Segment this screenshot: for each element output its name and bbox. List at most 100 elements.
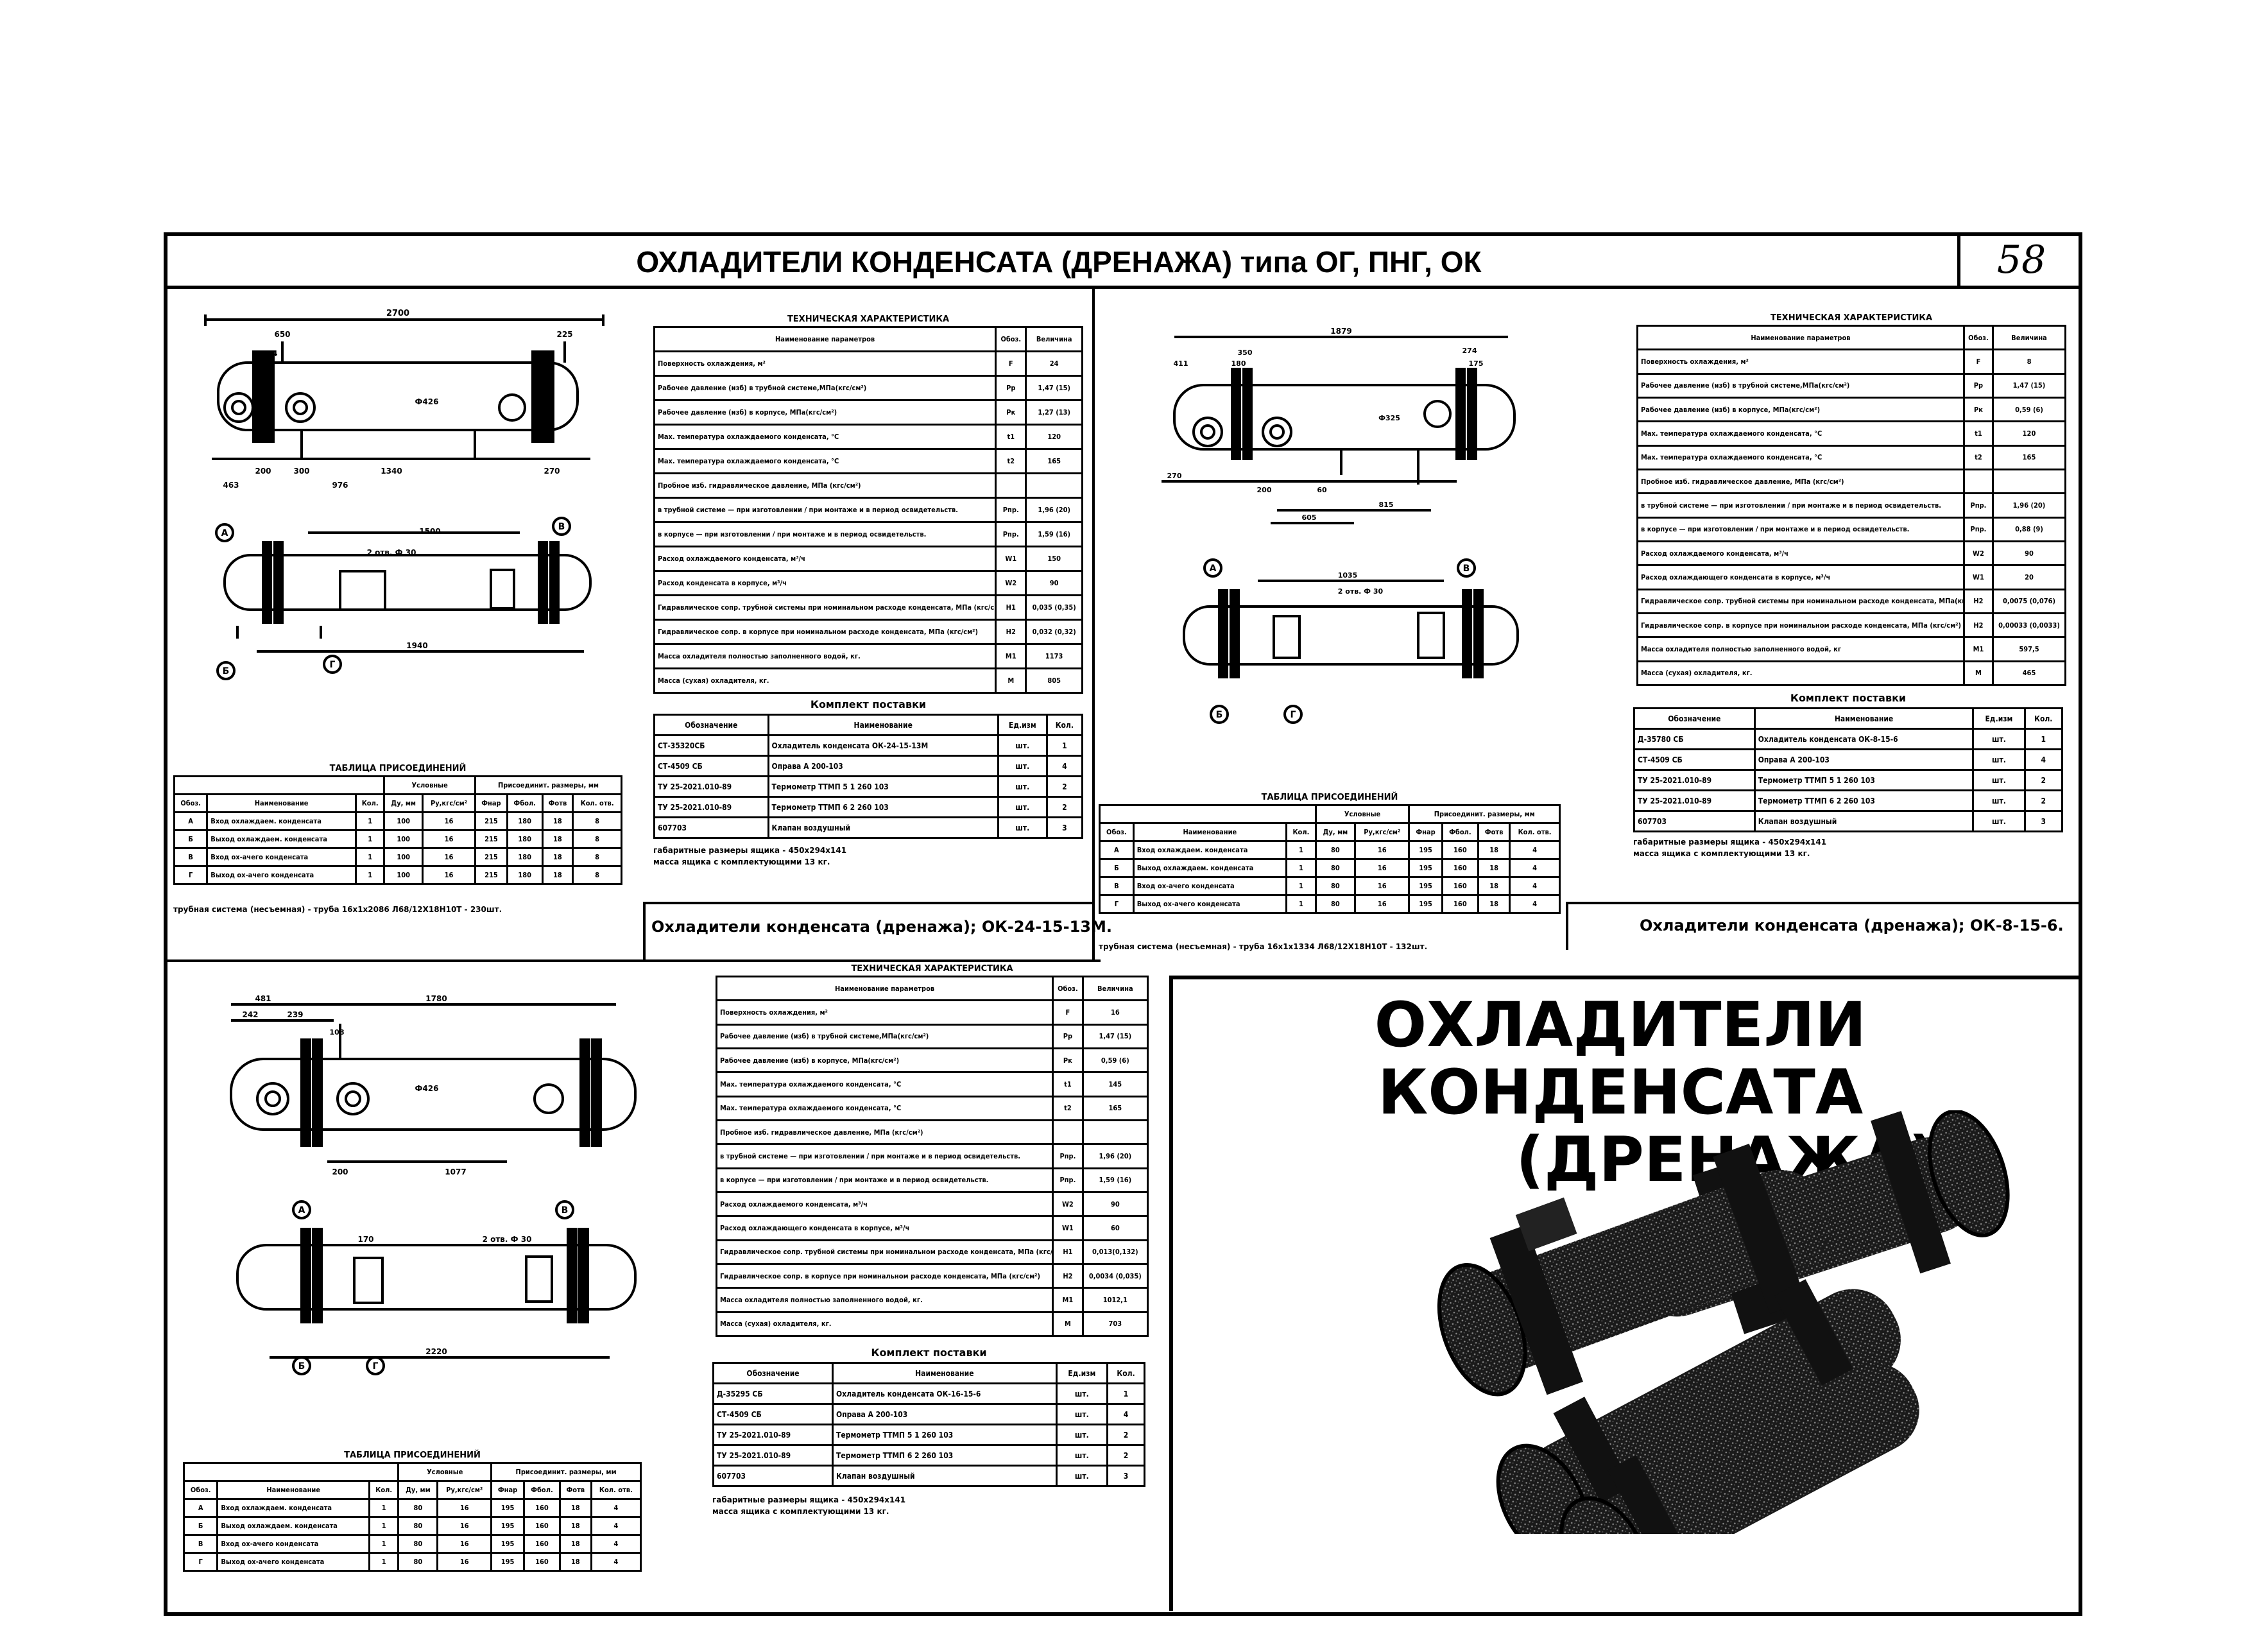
ok16-label-v: В: [562, 1205, 569, 1216]
table-cell: Пробное изб. гидравлическое давление, МП…: [653, 472, 997, 499]
table-cell: 16: [436, 1552, 493, 1572]
ok24-dim-d8: 463: [223, 481, 239, 490]
table-cell: 16: [436, 1516, 493, 1536]
table-cell: 1: [1285, 876, 1317, 896]
ok8-dim-d3: 180: [1231, 359, 1246, 368]
ok24-label-g: Г: [330, 660, 336, 670]
table-cell: Гидравлическое сопр. в корпусе при номин…: [1636, 612, 1965, 639]
table-row: Мах. температура охлаждаемого конденсата…: [1636, 444, 2066, 470]
table-header-cell: Фнар: [490, 1480, 525, 1500]
ok16-dim-d6: 1077: [445, 1167, 466, 1176]
table-cell: 4: [590, 1552, 642, 1572]
table-cell: 1: [2023, 728, 2064, 750]
table-cell: Гидравлическое сопр. трубной системы при…: [715, 1239, 1054, 1265]
table-cell: 3: [2023, 810, 2064, 832]
table-cell: Рпр.: [1052, 1143, 1084, 1169]
ok8-dim-d11: 1035: [1338, 571, 1358, 580]
table-cell: Рпр.: [1962, 492, 1994, 519]
table-header-cell: Кол. отв.: [590, 1480, 642, 1500]
ok8-conn-title: ТАБЛИЦА ПРИСОЕДИНЕНИЙ: [1261, 793, 1398, 802]
table-cell: СТ-35320СБ: [653, 734, 769, 757]
table-cell: Выход ох-ачего конденсата: [216, 1552, 371, 1572]
table-cell: 80: [1314, 840, 1357, 860]
table-cell: Мах. температура охлаждаемого конденсата…: [1636, 444, 1965, 470]
table-row: Гидравлическое сопр. трубной системы при…: [1636, 588, 2066, 614]
table-header-cell: Наименование параметров: [653, 326, 997, 352]
table-cell: В: [173, 847, 209, 867]
table-group-header: Условные: [397, 1462, 493, 1482]
table-cell: 160: [523, 1516, 561, 1536]
table-cell: 16: [436, 1534, 493, 1554]
table-cell: 2: [2023, 789, 2064, 812]
table-row: Масса охладителя полностью заполненного …: [1636, 636, 2066, 662]
table-cell: Расход охлаждающего конденсата в корпусе…: [1636, 564, 1965, 590]
table-header-cell: Фнар: [1408, 822, 1443, 842]
table-cell: 4: [1509, 894, 1561, 914]
table-cell: Термометр ТТМП 5 1 260 103: [767, 775, 999, 798]
table-cell: Б: [173, 829, 209, 849]
table-cell: шт.: [997, 796, 1048, 818]
table-row: Рабочее давление (изб) в трубной системе…: [1636, 372, 2066, 399]
table-cell: Мах. температура охлаждаемого конденсата…: [653, 448, 997, 474]
table-row: в корпусе — при изготовлении / при монта…: [715, 1167, 1149, 1193]
ok24-caption: Охладители конденсата (дренажа); ОК-24-1…: [651, 918, 1112, 936]
table-cell: шт.: [997, 755, 1048, 777]
table-cell: Вход охлаждаем. конденсата: [216, 1498, 371, 1518]
table-cell: Рр: [995, 375, 1027, 401]
table-cell: Д-35780 СБ: [1633, 728, 1756, 750]
ok16-conn-title: ТАБЛИЦА ПРИСОЕДИНЕНИЙ: [344, 1450, 481, 1460]
table-cell: Клапан воздушный: [832, 1465, 1058, 1487]
table-cell: 1: [368, 1552, 400, 1572]
table-cell: 0,032 (0,32): [1025, 619, 1083, 645]
table-cell: 4: [2023, 748, 2064, 771]
table-cell: 8: [1992, 348, 2066, 375]
table-cell: 1: [354, 847, 386, 867]
table-cell: 1,47 (15): [1992, 372, 2066, 399]
table-cell: Г: [1099, 894, 1135, 914]
table-cell: 16: [1354, 894, 1410, 914]
table-cell: 1,27 (13): [1025, 399, 1083, 426]
ok24-pack-note1: габаритные размеры ящика - 450х294х141: [653, 846, 847, 855]
table-row: Мах. температура охлаждаемого конденсата…: [715, 1095, 1149, 1121]
table-cell: 0,035 (0,35): [1025, 594, 1083, 621]
table-cell: Мах. температура охлаждаемого конденсата…: [715, 1095, 1054, 1121]
ok16-dim-d7: 170: [357, 1235, 373, 1244]
table-cell: 0,00033 (0,0033): [1992, 612, 2066, 639]
table-cell: 195: [1408, 876, 1443, 896]
caption-divider-right: [1566, 902, 2082, 904]
table-cell: шт.: [1055, 1444, 1109, 1467]
table-header-cell: Кол.: [2023, 707, 2064, 730]
table-row: в трубной системе — при изготовлении / п…: [1636, 492, 2066, 519]
table-cell: Гидравлическое сопр. в корпусе при номин…: [715, 1262, 1054, 1289]
table-cell: Рабочее давление (изб) в трубной системе…: [1636, 372, 1965, 399]
table-cell: Рпр.: [1962, 516, 1994, 542]
table-cell: Оправа А 200-103: [1753, 748, 1975, 771]
table-cell: W1: [1962, 564, 1994, 590]
table-cell: 607703: [653, 816, 769, 839]
table-header-cell: Наименование: [206, 793, 357, 813]
table-cell: 80: [1314, 858, 1357, 878]
table-cell: 18: [558, 1534, 592, 1554]
table-cell: Вход ох-ачего конденсата: [1132, 876, 1288, 896]
table-cell: 16: [436, 1498, 493, 1518]
table-cell: 1: [1285, 858, 1317, 878]
table-cell: в корпусе — при изготовлении / при монта…: [715, 1167, 1054, 1193]
table-cell: [1025, 472, 1083, 499]
table-row: Мах. температура охлаждаемого конденсата…: [1636, 420, 2066, 447]
table-cell: 100: [383, 847, 424, 867]
table-cell: 2: [2023, 769, 2064, 791]
table-cell: 160: [523, 1534, 561, 1554]
table-cell: В: [182, 1534, 219, 1554]
table-row: Гидравлическое сопр. в корпусе при номин…: [715, 1262, 1149, 1289]
table-cell: Масса (сухая) охладителя, кг.: [653, 667, 997, 694]
table-cell: 215: [474, 865, 508, 885]
table-cell: 703: [1081, 1311, 1149, 1337]
table-cell: 18: [1477, 894, 1511, 914]
